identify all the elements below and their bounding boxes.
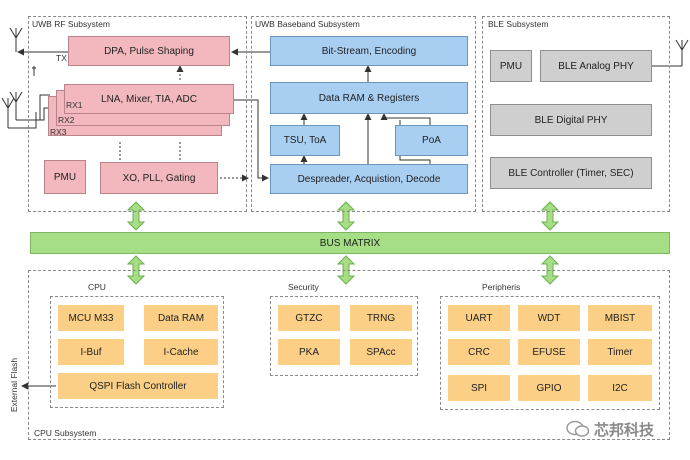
mcu-m33-block: MCU M33 (58, 305, 124, 331)
bus-link-ble (540, 201, 560, 231)
bus-link-baseband (336, 201, 356, 231)
cpu-data-ram-block: Data RAM (144, 305, 218, 331)
ble-controller-block: BLE Controller (Timer, SEC) (490, 157, 652, 189)
mbist-block: MBIST (588, 305, 652, 331)
spacc-block: SPAcc (350, 339, 412, 365)
rf-pmu-block: PMU (44, 160, 86, 194)
rf-tx-label: TX (56, 53, 67, 63)
poa-ram-arrow (380, 113, 431, 125)
rx-tick (32, 66, 36, 76)
rx2-line (16, 107, 50, 121)
ble-subsystem (482, 16, 670, 212)
cpu-group (50, 296, 224, 408)
uart-block: UART (448, 305, 510, 331)
peripherals-group-title: Peripheris (482, 282, 521, 292)
antenna-icon (1, 27, 23, 128)
wechat-icon (566, 420, 590, 437)
bus-link-rf (126, 201, 146, 231)
i-cache-block: I-Cache (144, 339, 218, 365)
dpa-pulse-shaping-block: DPA, Pulse Shaping (68, 36, 230, 66)
uwb-baseband-subsystem (251, 16, 476, 212)
poa-block: PoA (395, 125, 468, 156)
gtzc-block: GTZC (278, 305, 340, 331)
antenna-icon (675, 39, 689, 66)
rx1-label: RX1 (66, 100, 83, 110)
despreader-acquisition-decode-block: Despreader, Acquistion, Decode (270, 164, 468, 194)
cpu-subsystem-title: CPU Subsystem (34, 428, 97, 438)
security-group-title: Security (288, 282, 319, 292)
efuse-block: EFUSE (518, 339, 580, 365)
trng-block: TRNG (350, 305, 412, 331)
cpu-subsystem (28, 270, 670, 440)
external-flash-label: External Flash (9, 357, 19, 413)
uwb-rf-title: UWB RF Subsystem (32, 19, 110, 29)
pka-block: PKA (278, 339, 340, 365)
bit-stream-encoding-block: Bit-Stream, Encoding (270, 36, 468, 66)
ble-pmu-block: PMU (490, 50, 532, 82)
ble-analog-phy-block: BLE Analog PHY (540, 50, 652, 82)
watermark: 芯邦科技 (566, 418, 684, 440)
qspi-flash-controller-block: QSPI Flash Controller (58, 373, 218, 399)
uwb-baseband-title: UWB Baseband Subsystem (255, 19, 360, 29)
gpio-block: GPIO (518, 375, 580, 401)
rx3-line (8, 112, 37, 129)
cpu-group-title: CPU (88, 282, 106, 292)
peripherals-group (440, 296, 660, 410)
ble-digital-phy-block: BLE Digital PHY (490, 104, 652, 136)
ble-title: BLE Subsystem (488, 19, 549, 29)
data-ram-registers-block: Data RAM & Registers (270, 82, 468, 114)
timer-block: Timer (588, 339, 652, 365)
rx3-label: RX3 (50, 127, 67, 137)
watermark-text: 芯邦科技 (594, 420, 655, 439)
bus-matrix: BUS MATRIX (30, 232, 670, 254)
i-buf-block: I-Buf (58, 339, 124, 365)
security-group (270, 296, 418, 376)
lna-mixer-tia-adc-block: LNA, Mixer, TIA, ADC (64, 84, 234, 114)
i2c-block: I2C (588, 375, 652, 401)
rx2-label: RX2 (58, 115, 75, 125)
crc-block: CRC (448, 339, 510, 365)
uwb-rf-subsystem (28, 16, 247, 212)
xo-pll-gating-block: XO, PLL, Gating (100, 162, 218, 194)
tsu-toa-block: TSU, ToA (270, 125, 340, 156)
spi-block: SPI (448, 375, 510, 401)
wdt-block: WDT (518, 305, 580, 331)
